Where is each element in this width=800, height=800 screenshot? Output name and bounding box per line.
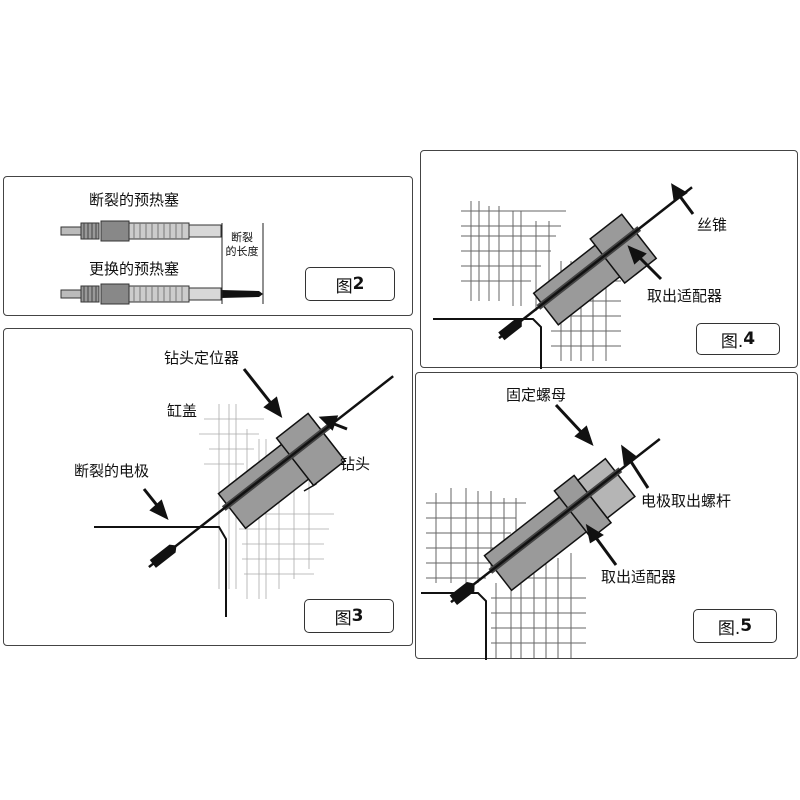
broken-length-line2: 的长度 <box>225 244 259 258</box>
cylinder-head-grid <box>426 488 586 658</box>
drill-bit-label: 钻头 <box>340 455 371 473</box>
caption-prefix: 图 <box>334 608 352 629</box>
caption-number: 5 <box>740 616 753 636</box>
lock-nut-label: 固定螺母 <box>506 386 567 404</box>
replacement-glow-plug-label: 更换的预热塞 <box>89 260 180 278</box>
broken-length-label: 断裂 的长度 <box>222 231 262 259</box>
figure-5-caption: 图.5 <box>693 609 777 643</box>
caption-prefix: 图. <box>717 618 741 639</box>
figure-5-panel: 固定螺母 电极取出螺杆 取出适配器 图.5 <box>415 372 798 660</box>
drill-locator-drawing <box>94 368 394 617</box>
adapter-label: 取出适配器 <box>601 568 677 586</box>
replacement-glow-plug <box>60 283 263 305</box>
caption-prefix: 图 <box>335 276 353 297</box>
electrode-extractor-screw-label: 电极取出螺杆 <box>641 492 732 510</box>
caption-number: 3 <box>351 606 364 626</box>
tap-adapter-drawing <box>433 183 695 369</box>
tap-adapter <box>498 186 693 341</box>
callout-arrows <box>554 403 650 566</box>
figure-4-panel: 丝锥 取出适配器 图.4 <box>420 150 798 369</box>
figure-4-caption: 图.4 <box>696 323 780 355</box>
caption-number: 4 <box>743 329 756 349</box>
cylinder-head-label: 缸盖 <box>167 402 198 420</box>
adapter-label: 取出适配器 <box>647 287 723 305</box>
caption-number: 2 <box>352 274 365 294</box>
drill-locator <box>148 375 394 569</box>
drill-locator-label: 钻头定位器 <box>164 349 240 367</box>
broken-glow-plug-label: 断裂的预热塞 <box>89 191 180 209</box>
broken-electrode-label: 断裂的电极 <box>74 462 150 480</box>
electrode-extractor-drawing <box>421 403 661 660</box>
callout-arrows <box>142 368 348 520</box>
callout-arrows <box>627 183 695 281</box>
broken-glow-plug <box>60 220 222 242</box>
glow-plug-drawing <box>60 220 264 305</box>
tap-label: 丝锥 <box>697 216 728 234</box>
electrode-extractor <box>449 437 661 606</box>
broken-length-line1: 断裂 <box>231 231 253 244</box>
caption-prefix: 图. <box>720 331 744 352</box>
